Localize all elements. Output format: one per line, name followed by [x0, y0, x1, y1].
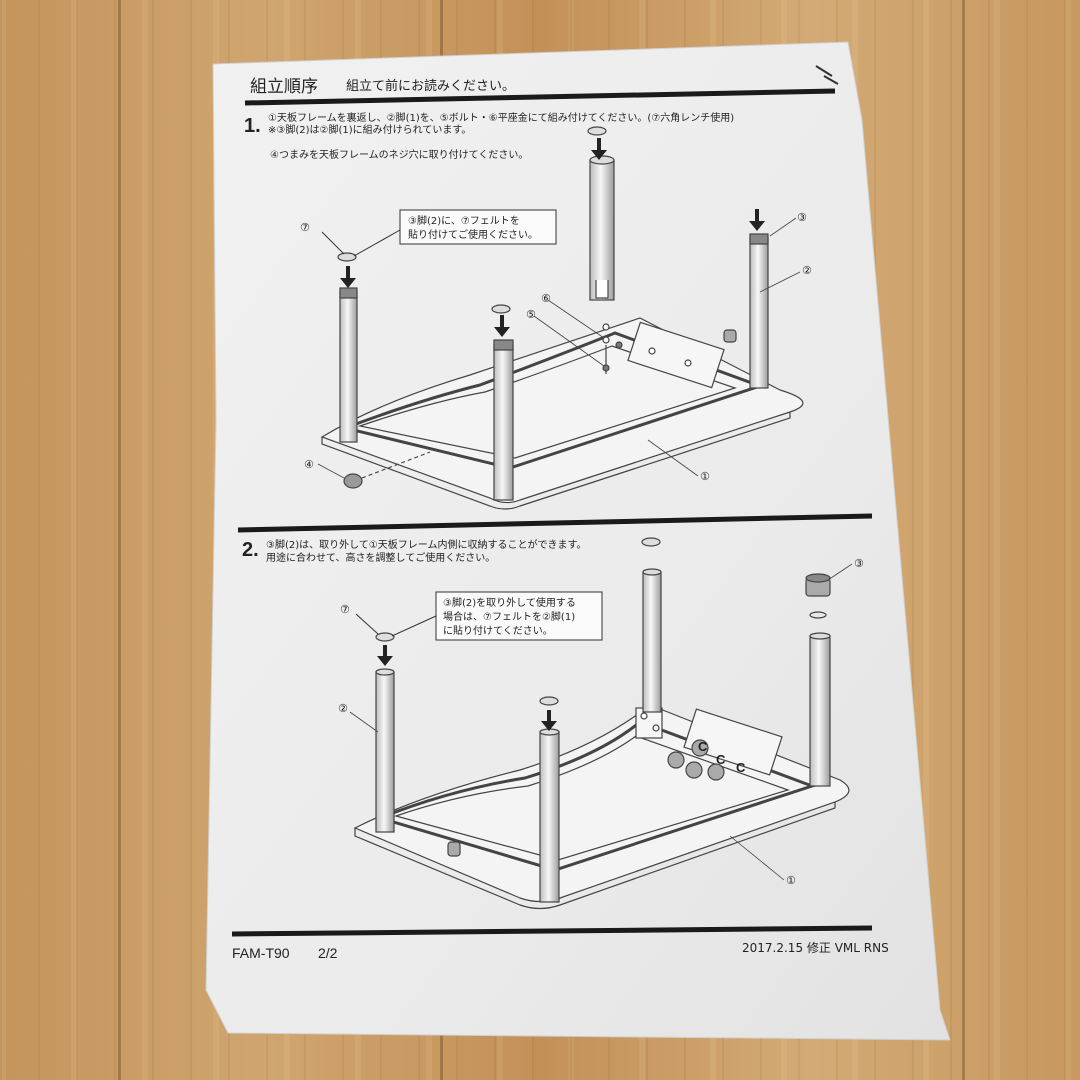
step1-callout-line2: 貼り付けてご使用ください。 [408, 228, 538, 241]
step1-text-line3: ④つまみを天板フレームのネジ穴に取り付けてください。 [270, 148, 528, 161]
step2-diagram [353, 537, 850, 910]
footer-rule [231, 925, 873, 937]
step2-callout-line1: ③脚(2)を取り外して使用する [443, 596, 576, 609]
step1-label-7: ⑦ [300, 221, 310, 234]
svg-text:C: C [698, 739, 708, 754]
step2-label-3: ③ [854, 557, 864, 570]
step2-number: 2. [242, 539, 259, 561]
step1-labels: ⑦ ③ ② ⑥ ⑤ ④ ① [300, 211, 812, 483]
step1-leg-left [339, 291, 358, 443]
step2-frame [375, 720, 817, 872]
arrow-down-icon [340, 266, 356, 288]
step1-label-5: ⑤ [526, 308, 536, 321]
footer-revision: 2017.2.15 修正 VML RNS [742, 940, 889, 955]
header-rule [244, 88, 836, 106]
svg-text:C: C [736, 760, 746, 775]
step1-label-4: ④ [304, 458, 314, 471]
step2-clips: C C C [698, 739, 746, 775]
arrow-down-icon [377, 645, 393, 666]
table-plank-seam [962, 0, 965, 1080]
paper-tear [815, 65, 839, 85]
footer-model: FAM-T90 [232, 945, 290, 961]
step1-callout [399, 209, 557, 245]
step2-label-1: ① [786, 874, 796, 887]
footer-page: 2/2 [318, 945, 338, 961]
page-title: 組立順序 [250, 77, 318, 97]
step1-label-2: ② [802, 264, 812, 277]
step2-callout-line3: に貼り付けてください。 [443, 624, 553, 637]
step2-labels: ⑦ ③ ② ① [338, 557, 864, 887]
step1-text-line2: ※③脚(2)は②脚(1)に組み付けられています。 [268, 123, 471, 136]
step1-leg-front [493, 344, 514, 501]
step2-label-7: ⑦ [340, 603, 350, 616]
step2-leg-front [539, 731, 560, 903]
step1-leg-right [749, 237, 769, 389]
step2-callout-line2: 場合は、⑦フェルトを②脚(1) [443, 610, 575, 623]
step2-label-2: ② [338, 702, 348, 715]
step2-text-line2: 用途に合わせて、高さを調整してご使用ください。 [266, 551, 495, 564]
step2-leg-right [809, 635, 831, 787]
arrow-down-icon [749, 209, 765, 231]
step2-arrows [377, 645, 557, 731]
section-divider [237, 513, 873, 533]
arrow-down-icon [494, 315, 510, 337]
step1-diagram [320, 126, 804, 510]
step1-label-6: ⑥ [541, 292, 551, 305]
step1-label-3: ③ [797, 211, 807, 224]
table-plank-seam [118, 0, 121, 1080]
step2-leg-back [642, 571, 662, 713]
step1-label-1: ① [700, 470, 710, 483]
step1-arrows [340, 138, 765, 337]
step1-number: 1. [244, 115, 261, 137]
page-subtitle: 組立て前にお読みください。 [346, 78, 515, 94]
step2-leader-lines [349, 563, 853, 881]
step1-text-line1: ①天板フレームを裏返し、②脚(1)を、⑤ボルト・⑥平座金にて組み付けてください。… [268, 111, 734, 124]
svg-text:C: C [716, 752, 726, 767]
arrow-down-icon [541, 710, 557, 731]
step1-callout-line1: ③脚(2)に、⑦フェルトを [408, 214, 520, 227]
step1-leader-lines [317, 217, 801, 479]
step1-leg-insert [589, 159, 615, 301]
arrow-down-icon [591, 138, 607, 160]
step2-leg-left [375, 671, 395, 833]
step2-text-line1: ③脚(2)は、取り外して①天板フレーム内側に収納することができます。 [266, 538, 587, 551]
